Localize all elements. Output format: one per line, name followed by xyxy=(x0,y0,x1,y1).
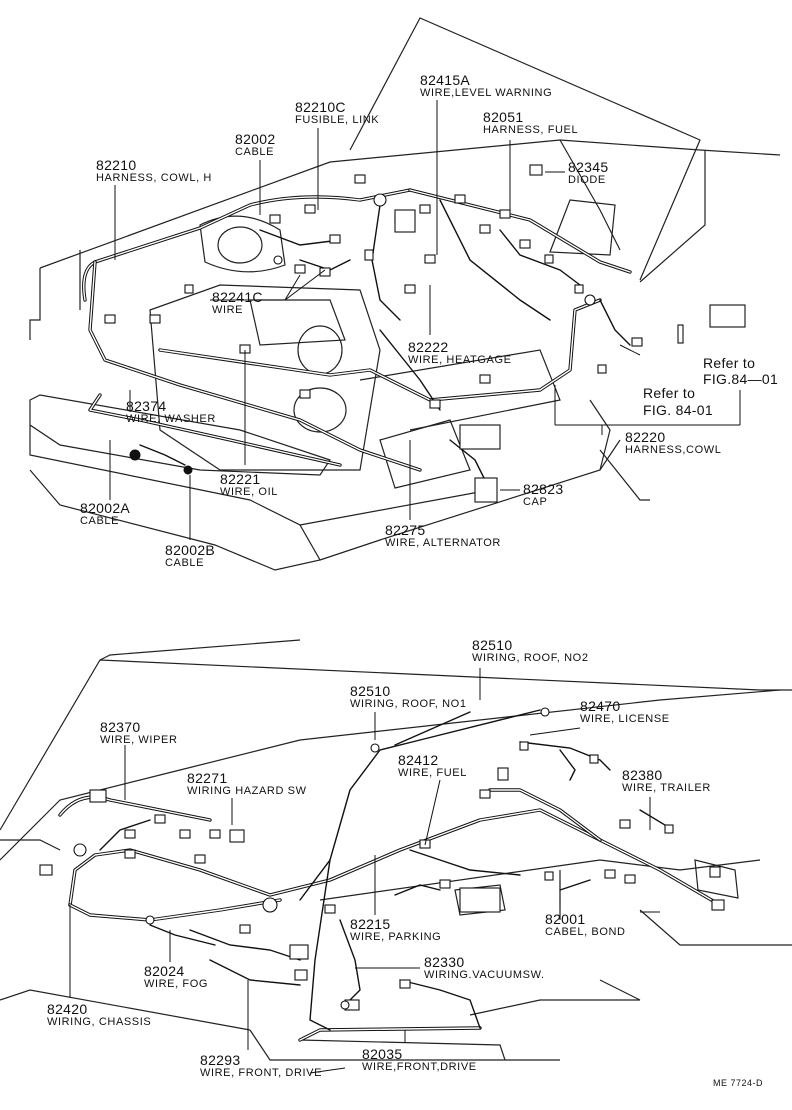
callout-82221: 82221 WIRE, OIL xyxy=(220,472,278,498)
part-name: WIRE, TRAILER xyxy=(622,782,711,794)
part-name: WIRE xyxy=(212,304,244,316)
callout-82024: 82024 WIRE, FOG xyxy=(144,964,208,990)
part-number: 82002 xyxy=(235,131,276,147)
part-name: WIRE, HEATGAGE xyxy=(408,354,512,366)
part-name: WIRE, LICENSE xyxy=(580,713,670,725)
part-name: CABLE xyxy=(235,146,275,158)
callout-82035: 82035 WIRE,FRONT,DRIVE xyxy=(362,1047,477,1073)
part-name: WIRE,LEVEL WARNING xyxy=(420,87,553,99)
part-name: WIRE, WASHER xyxy=(126,413,216,425)
callout-82001: 82001 CABEL, BOND xyxy=(545,912,626,938)
callout-82051: 82051 HARNESS, FUEL xyxy=(483,110,578,136)
part-number: 82275 xyxy=(385,522,426,538)
callout-82345: 82345 DIODE xyxy=(568,160,608,186)
part-name: CABLE xyxy=(165,557,205,569)
part-name: WIRE,FRONT,DRIVE xyxy=(362,1061,477,1073)
part-name: WIRING, ROOF, NO2 xyxy=(472,652,589,664)
callout-82210: 82210 HARNESS, COWL, H xyxy=(96,158,212,184)
reference-fig-1: FIG.84—01 xyxy=(703,371,779,387)
engine-compartment-view xyxy=(29,17,781,571)
part-name: WIRE, FOG xyxy=(144,978,209,990)
part-number: 82374 xyxy=(126,398,167,414)
part-name: CAP xyxy=(523,496,548,508)
part-number: 82001 xyxy=(545,911,586,927)
callout-82241c: 82241C WIRE xyxy=(212,290,263,316)
part-name: WIRING.VACUUMSW. xyxy=(424,969,545,981)
callout-82330: 82330 WIRING.VACUUMSW. xyxy=(424,955,545,981)
callout-82412: 82412 WIRE, FUEL xyxy=(398,753,467,779)
part-name: WIRE, OIL xyxy=(220,486,278,498)
part-number: 82510 xyxy=(472,637,513,653)
chassis-connectors xyxy=(39,707,725,1011)
reference-text-1: Refer to xyxy=(703,355,756,371)
part-number: 82024 xyxy=(144,963,185,979)
part-number: 82420 xyxy=(47,1001,88,1017)
part-name: WIRING HAZARD SW xyxy=(187,785,307,797)
part-number: 82271 xyxy=(187,770,228,786)
part-number: 82510 xyxy=(350,683,391,699)
callout-82293: 82293 WIRE, FRONT, DRIVE xyxy=(200,1053,322,1079)
part-number: 82415A xyxy=(420,72,471,88)
part-number: 82370 xyxy=(100,719,141,735)
part-name: HARNESS,COWL xyxy=(625,444,722,456)
callout-82002a: 82002A CABLE xyxy=(80,501,130,527)
callout-82215: 82215 WIRE, PARKING xyxy=(350,917,441,943)
callout-82823: 82823 CAP xyxy=(523,482,563,508)
callout-82420: 82420 WIRING, CHASSIS xyxy=(47,1002,151,1028)
reference-text-2: Refer to xyxy=(643,385,696,401)
callout-82275: 82275 WIRE, ALTERNATOR xyxy=(385,523,501,549)
callout-82380: 82380 WIRE, TRAILER xyxy=(622,768,711,794)
part-name: WIRE, FUEL xyxy=(398,767,467,779)
reference-fig-2: FIG. 84-01 xyxy=(643,402,713,418)
part-number: 82345 xyxy=(568,159,609,175)
part-number: 82241C xyxy=(212,289,263,305)
callout-82220: 82220 HARNESS,COWL xyxy=(625,430,721,456)
callout-82510-no2: 82510 WIRING, ROOF, NO2 xyxy=(472,638,589,664)
callout-82470: 82470 WIRE, LICENSE xyxy=(580,699,670,725)
callout-82002b: 82002B CABLE xyxy=(165,543,215,569)
part-name: HARNESS, FUEL xyxy=(483,124,579,136)
part-name: WIRE, FRONT, DRIVE xyxy=(200,1067,323,1079)
part-number: 82210 xyxy=(96,157,137,173)
callout-82510-no1: 82510 WIRING, ROOF, NO1 xyxy=(350,684,467,710)
part-number: 82330 xyxy=(424,954,465,970)
part-name: WIRE, ALTERNATOR xyxy=(385,537,501,549)
figure-code: ME 7724-D xyxy=(713,1078,764,1088)
part-number: 82220 xyxy=(625,429,666,445)
part-number: 82051 xyxy=(483,109,524,125)
upper-leader-lines xyxy=(109,100,741,540)
part-number: 82823 xyxy=(523,481,564,497)
callout-82002: 82002 CABLE xyxy=(235,132,275,158)
part-name: CABLE xyxy=(80,515,120,527)
part-number: 82002B xyxy=(165,542,216,558)
lower-leader-lines xyxy=(69,668,660,1074)
callout-82210c: 82210C FUSIBLE, LINK xyxy=(295,100,379,126)
part-name: CABEL, BOND xyxy=(545,926,626,938)
part-name: FUSIBLE, LINK xyxy=(295,114,380,126)
connector-clips xyxy=(104,164,746,503)
part-name: WIRING, CHASSIS xyxy=(47,1016,152,1028)
part-number: 82470 xyxy=(580,698,621,714)
callout-82415a: 82415A WIRE,LEVEL WARNING xyxy=(420,73,552,99)
part-name: HARNESS, COWL, H xyxy=(96,172,212,184)
part-name: WIRE, PARKING xyxy=(350,931,442,943)
chassis-view xyxy=(0,639,792,1074)
part-name: WIRE, WIPER xyxy=(100,734,178,746)
part-number: 82035 xyxy=(362,1046,403,1062)
part-number: 82002A xyxy=(80,500,131,516)
part-name: DIODE xyxy=(568,174,606,186)
part-number: 82222 xyxy=(408,339,449,355)
part-name: WIRING, ROOF, NO1 xyxy=(350,698,467,710)
callout-82271: 82271 WIRING HAZARD SW xyxy=(187,771,307,797)
part-number: 82293 xyxy=(200,1052,241,1068)
part-number: 82380 xyxy=(622,767,663,783)
part-number: 82221 xyxy=(220,471,261,487)
callout-82370: 82370 WIRE, WIPER xyxy=(100,720,178,746)
part-number: 82215 xyxy=(350,916,391,932)
part-number: 82210C xyxy=(295,99,346,115)
callout-82374: 82374 WIRE, WASHER xyxy=(126,399,216,425)
callout-82222: 82222 WIRE, HEATGAGE xyxy=(408,340,512,366)
part-number: 82412 xyxy=(398,752,439,768)
